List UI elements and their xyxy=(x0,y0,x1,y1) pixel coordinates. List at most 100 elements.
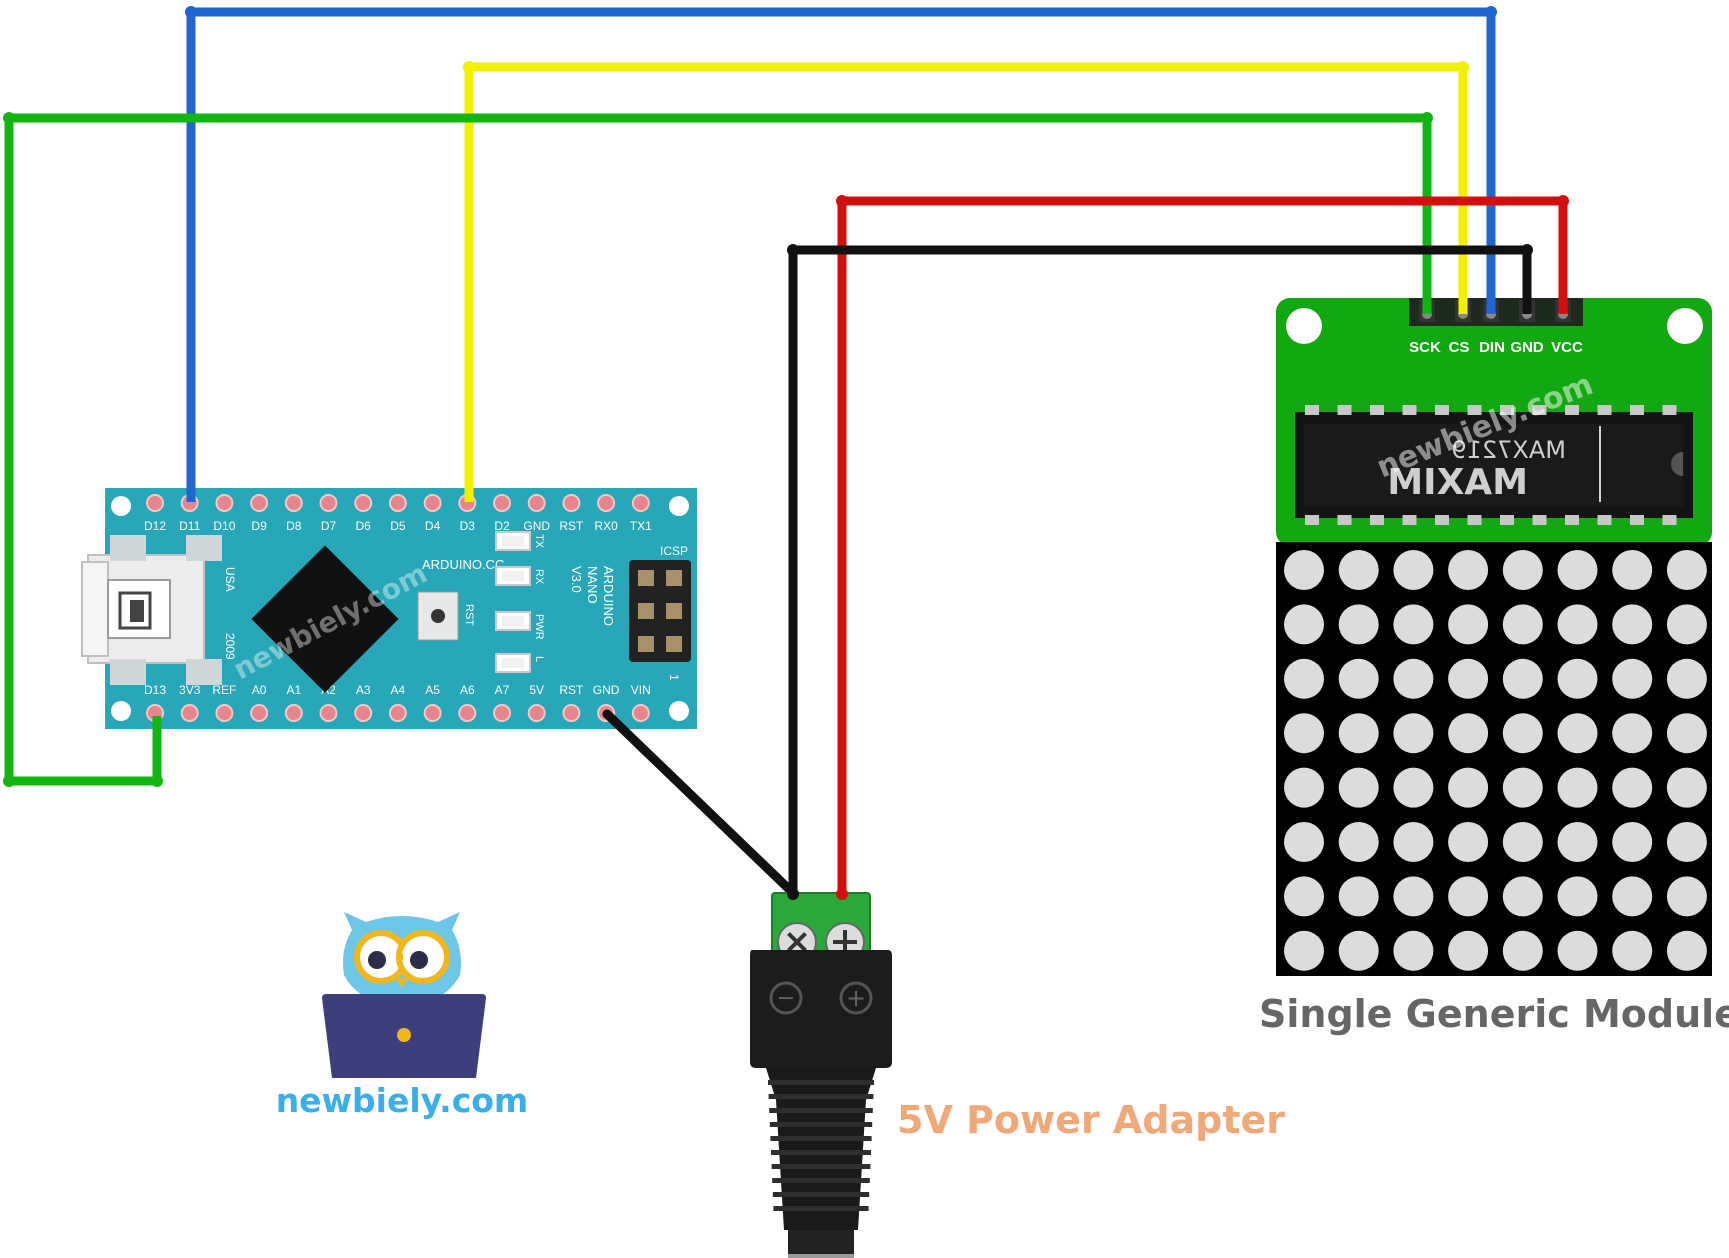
matrix-led-dot xyxy=(1502,767,1543,808)
nano-bottom-pin-label: A7 xyxy=(495,683,510,697)
nano-top-pin-label: D4 xyxy=(425,519,441,533)
nano-model-line1: ARDUINO xyxy=(601,566,616,626)
matrix-led-dot xyxy=(1612,822,1653,862)
matrix-led-dot xyxy=(1338,713,1379,754)
nano-top-pin-label: D8 xyxy=(286,519,302,533)
nano-model-line2: NANO xyxy=(585,566,600,604)
matrix-led-dot xyxy=(1393,713,1434,754)
module-pin-label: GND xyxy=(1510,339,1544,356)
max7219-chip: MAXIM MAX7219 xyxy=(1295,405,1693,525)
matrix-led-dot xyxy=(1393,604,1434,645)
module-pin-label: SCK xyxy=(1409,339,1441,356)
nano-bottom-pin xyxy=(562,704,581,722)
nano-bottom-pin xyxy=(284,704,303,722)
matrix-led-dot xyxy=(1666,876,1707,917)
matrix-led-dot xyxy=(1666,550,1707,590)
matrix-led-dot xyxy=(1393,767,1434,808)
adapter-cable xyxy=(788,1230,854,1258)
nano-top-pin-label: D10 xyxy=(213,519,235,533)
matrix-led-dot xyxy=(1338,767,1379,808)
nano-bottom-pin xyxy=(319,704,338,722)
matrix-led-dot xyxy=(1557,604,1598,645)
wire-vcc-red xyxy=(837,196,1568,895)
nano-icsp-pin1: 1 xyxy=(667,674,681,681)
nano-top-pin-label: D3 xyxy=(460,519,476,533)
matrix-led-dot xyxy=(1284,604,1324,645)
nano-icsp-text: ICSP xyxy=(660,544,688,558)
adapter-minus-symbol: − xyxy=(777,986,795,1011)
matrix-led-dot xyxy=(1557,713,1598,754)
nano-brand-text: ARDUINO.CC xyxy=(422,557,504,572)
nano-bottom-pin xyxy=(215,704,234,722)
matrix-led-dot xyxy=(1393,822,1434,862)
matrix-led-dot xyxy=(1448,604,1489,645)
nano-top-pin-label: D2 xyxy=(494,519,510,533)
matrix-led-dot xyxy=(1338,876,1379,917)
nano-top-pin-label: D6 xyxy=(356,519,372,533)
matrix-led-dot xyxy=(1338,550,1379,590)
wires xyxy=(3,6,1569,898)
nano-mount-hole xyxy=(111,701,131,721)
nano-top-pin-label: D9 xyxy=(251,519,267,533)
nano-bottom-pin-label: RST xyxy=(559,683,584,697)
matrix-led-dot xyxy=(1612,713,1653,754)
nano-icsp-header xyxy=(629,560,691,662)
nano-mount-hole xyxy=(669,496,689,516)
matrix-led-dot xyxy=(1502,713,1543,754)
nano-bottom-pin-label: A6 xyxy=(460,683,475,697)
nano-top-pin xyxy=(493,494,511,512)
module-pin-label: CS xyxy=(1449,339,1470,356)
module-mount-hole xyxy=(1667,308,1703,344)
nano-top-pin xyxy=(354,494,373,512)
nano-top-pin-label: D5 xyxy=(390,519,406,533)
chip-brand-text: MAXIM xyxy=(1387,462,1528,503)
nano-bottom-pin-label: REF xyxy=(212,683,236,697)
nano-bottom-pin-label: A0 xyxy=(252,683,267,697)
nano-bottom-pin-label: A3 xyxy=(356,683,371,697)
matrix-led-dot xyxy=(1557,658,1598,699)
nano-top-pin xyxy=(631,494,650,512)
led-matrix-dots xyxy=(1284,550,1707,971)
nano-led-label: TX xyxy=(533,534,545,549)
nano-bottom-pin-label: 5V xyxy=(529,683,544,697)
nano-usa-text: USA xyxy=(223,567,237,592)
matrix-led-dot xyxy=(1448,550,1489,590)
matrix-led-dot xyxy=(1448,876,1489,917)
wire-cs-yellow xyxy=(464,62,1468,502)
led-matrix-panel xyxy=(1276,542,1712,976)
adapter-body xyxy=(750,950,892,1068)
matrix-led-dot xyxy=(1557,822,1598,862)
matrix-led-dot xyxy=(1502,876,1543,917)
nano-bottom-pin xyxy=(458,704,477,722)
nano-top-pin xyxy=(284,494,303,512)
nano-bottom-pin xyxy=(354,704,373,722)
nano-led-label: L xyxy=(533,656,545,662)
nano-bottom-pin xyxy=(180,704,199,722)
nano-top-pin-label: TX1 xyxy=(630,519,652,533)
matrix-led-dot xyxy=(1393,550,1434,590)
nano-top-pin xyxy=(319,494,338,512)
usb-connector xyxy=(81,535,222,685)
matrix-led-dot xyxy=(1612,550,1653,590)
nano-rst-text: RST xyxy=(463,604,475,626)
matrix-led-dot xyxy=(1612,604,1653,645)
matrix-led-dot xyxy=(1448,822,1489,862)
nano-model-line3: V3.0 xyxy=(569,566,584,593)
matrix-led-dot xyxy=(1448,930,1489,971)
module-pin-label: VCC xyxy=(1551,339,1583,356)
matrix-led-dot xyxy=(1284,767,1324,808)
nano-top-pin xyxy=(215,494,234,512)
newbiely-logo: newbiely.com xyxy=(276,912,528,1120)
matrix-led-dot xyxy=(1612,930,1653,971)
nano-bottom-pin-label: A5 xyxy=(425,683,440,697)
nano-bottom-pin-label: VIN xyxy=(631,683,651,697)
wire-gnd-black-module xyxy=(788,245,1532,895)
adapter-plus-symbol: + xyxy=(846,984,866,1012)
matrix-led-dot xyxy=(1502,550,1543,590)
matrix-led-dot xyxy=(1666,713,1707,754)
adapter-caption: 5V Power Adapter xyxy=(897,1098,1285,1142)
